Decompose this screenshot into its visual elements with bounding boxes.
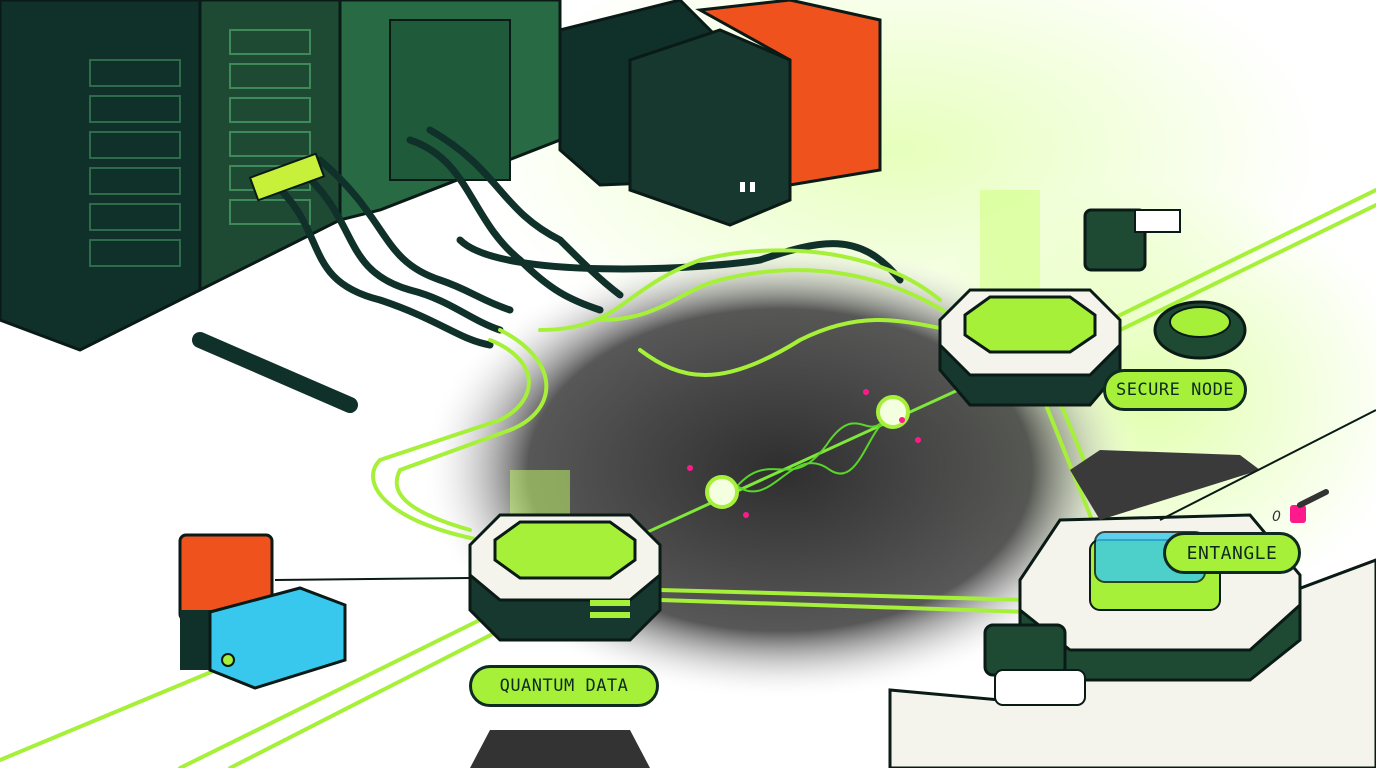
qubit-particle-icon	[705, 475, 739, 509]
floor-shadow-shape	[470, 730, 650, 768]
entanglement-beam	[629, 378, 981, 542]
entangle-label: ENTANGLE	[1163, 532, 1301, 574]
dna-helix-icon	[729, 409, 891, 496]
server-rack-icon	[0, 0, 202, 352]
floor-shadow-shape	[1070, 450, 1260, 520]
divider-line	[1159, 409, 1376, 521]
secure-node-label: SECURE NODE	[1103, 369, 1247, 411]
storage-cube-icon	[178, 533, 347, 690]
indicator-value: 0	[1272, 509, 1281, 525]
quantum-node-icon	[468, 470, 662, 642]
network-cable-icon	[266, 126, 904, 349]
quantum-node-icon	[938, 190, 1247, 407]
magenta-sparkle	[687, 389, 921, 518]
quantum-data-label: QUANTUM DATA	[469, 665, 659, 707]
storage-cube-icon	[558, 0, 882, 227]
floor-slot	[192, 332, 358, 413]
cable-connector	[248, 152, 326, 202]
connector-line	[274, 577, 471, 581]
server-rack-icon	[338, 0, 562, 222]
